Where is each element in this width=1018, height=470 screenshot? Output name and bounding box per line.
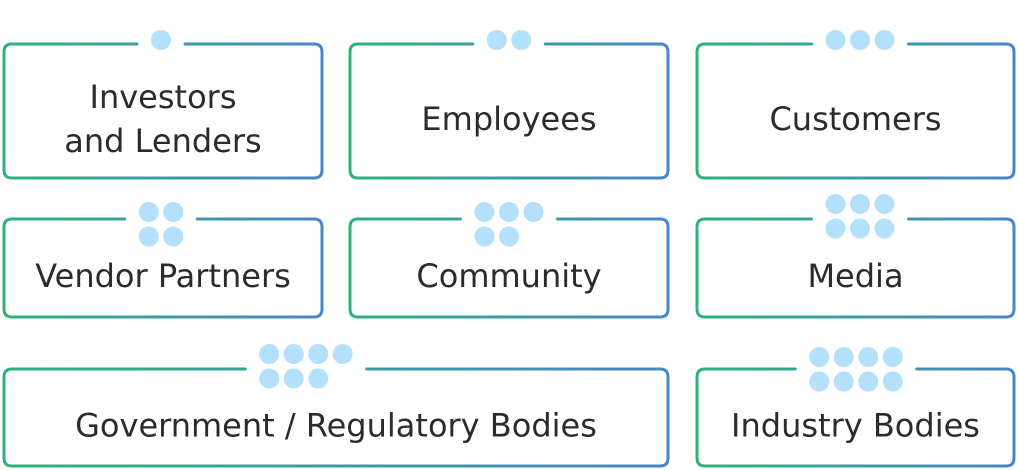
stakeholder-label: Employees xyxy=(421,100,596,138)
count-dot xyxy=(809,371,830,392)
count-dot xyxy=(151,30,171,50)
stakeholder-box-community: Community xyxy=(348,202,670,319)
count-dot xyxy=(511,30,532,50)
stakeholder-label: Industry Bodies xyxy=(731,407,980,445)
stakeholder-box-employees: Employees xyxy=(348,30,670,180)
count-dot xyxy=(486,30,507,50)
count-dot xyxy=(850,194,870,214)
count-dot xyxy=(138,226,159,247)
count-dot xyxy=(874,194,895,214)
count-dot xyxy=(825,218,846,239)
stakeholder-label: Customers xyxy=(769,100,941,138)
count-dot xyxy=(825,194,846,214)
stakeholder-box-customers: Customers xyxy=(695,30,1016,180)
stakeholder-label: Media xyxy=(807,257,903,295)
count-dot xyxy=(259,344,280,364)
stakeholder-label: Investors xyxy=(90,78,237,116)
count-dot xyxy=(308,368,329,389)
count-dot xyxy=(308,344,329,364)
count-dot xyxy=(874,30,895,50)
count-dot xyxy=(283,368,304,389)
count-dot xyxy=(882,347,903,367)
stakeholder-label: Vendor Partners xyxy=(35,257,291,295)
count-dot xyxy=(523,202,544,222)
count-dot xyxy=(283,344,304,364)
count-dot xyxy=(163,202,184,222)
count-dot xyxy=(850,218,870,239)
count-dot xyxy=(499,226,519,247)
box-border xyxy=(695,217,1016,319)
box-border xyxy=(348,42,670,180)
count-dot xyxy=(833,347,854,367)
stakeholder-label: Government / Regulatory Bodies xyxy=(75,407,597,445)
count-dot xyxy=(825,30,846,50)
count-dot xyxy=(474,202,495,222)
box-border xyxy=(695,367,1016,468)
count-dot xyxy=(138,202,159,222)
box-border xyxy=(2,42,324,180)
count-dot xyxy=(858,371,879,392)
count-dot xyxy=(163,226,184,247)
stakeholder-box-media: Media xyxy=(695,194,1016,319)
count-dot xyxy=(499,202,519,222)
box-border xyxy=(2,367,670,468)
box-border xyxy=(348,217,670,319)
count-dot xyxy=(474,226,495,247)
count-dot xyxy=(882,371,903,392)
stakeholder-box-investors: Investors and Lenders xyxy=(2,30,324,180)
count-dot xyxy=(850,30,870,50)
stakeholder-label: and Lenders xyxy=(64,122,261,160)
count-dot xyxy=(809,347,830,367)
count-dot xyxy=(874,218,895,239)
stakeholder-label: Community xyxy=(416,257,601,295)
stakeholder-box-industry: Industry Bodies xyxy=(695,347,1016,468)
count-dot xyxy=(833,371,854,392)
stakeholder-box-government: Government / Regulatory Bodies xyxy=(2,344,670,468)
count-dot xyxy=(332,344,353,364)
box-border xyxy=(2,217,324,319)
count-dot xyxy=(858,347,879,367)
count-dot xyxy=(259,368,280,389)
stakeholder-box-vendor: Vendor Partners xyxy=(2,202,324,319)
box-border xyxy=(695,42,1016,180)
